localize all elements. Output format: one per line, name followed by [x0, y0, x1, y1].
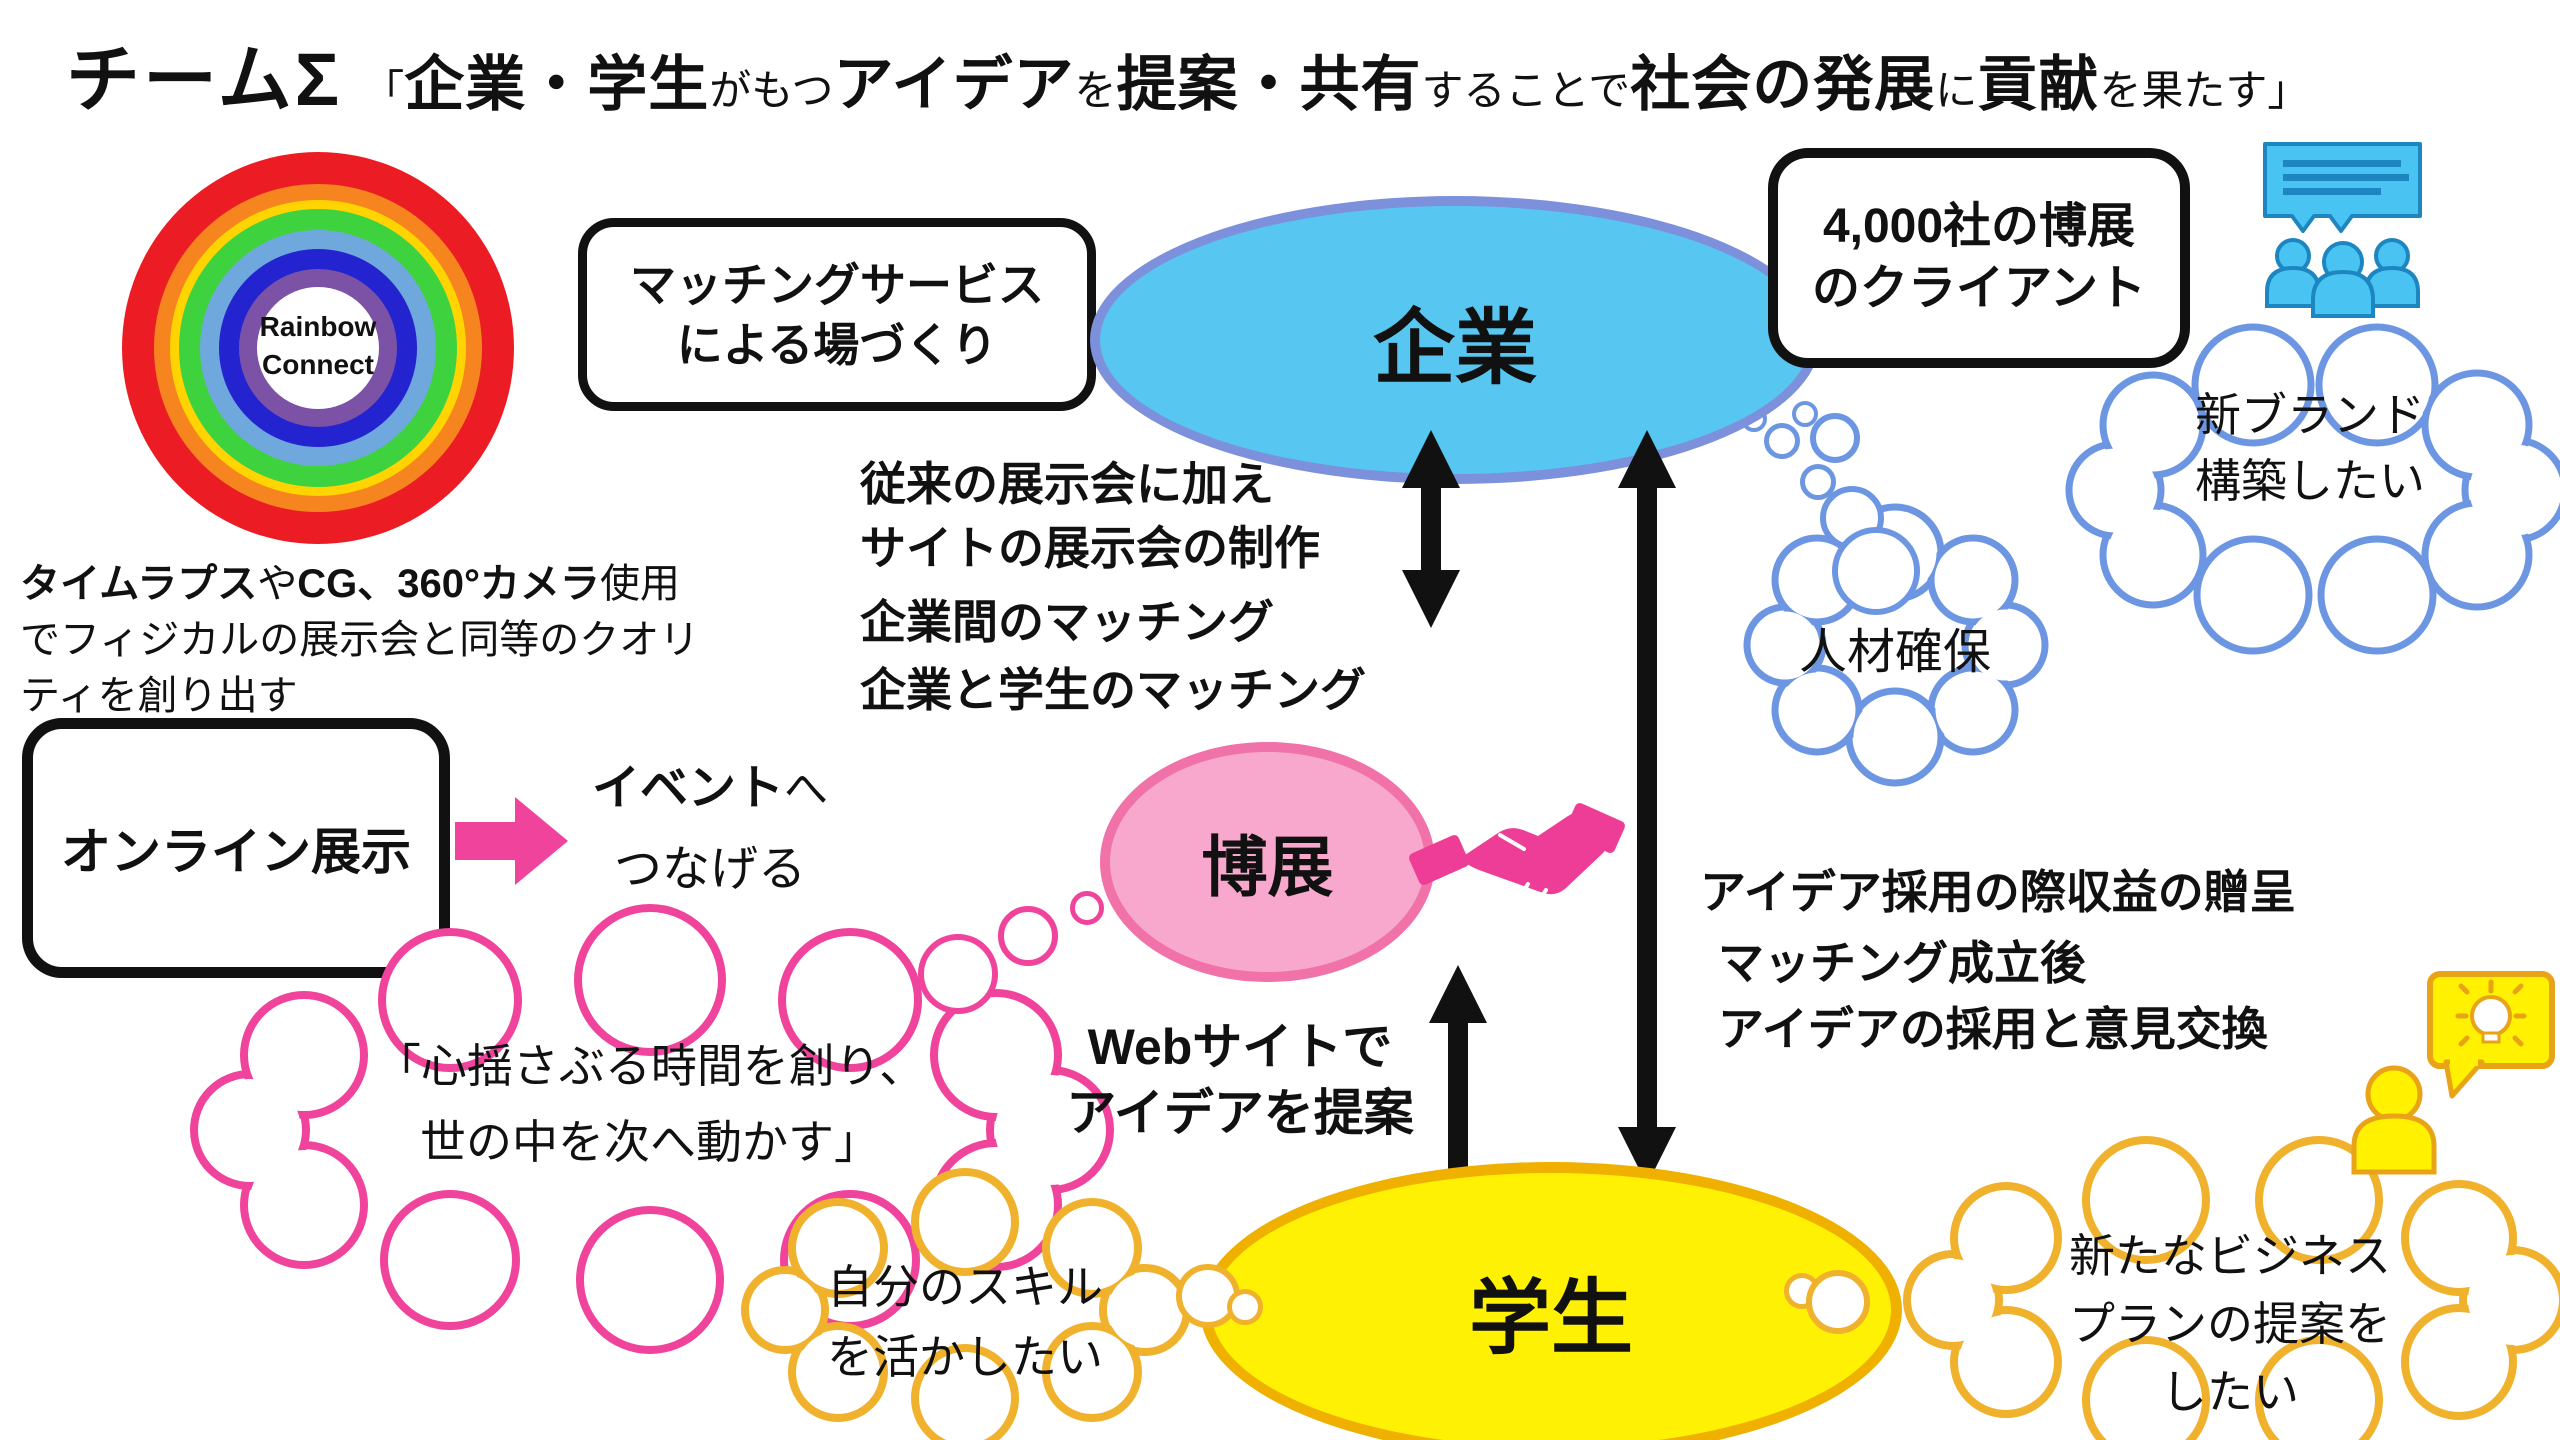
cloud-new-brand-line1: 新ブランド: [2195, 389, 2425, 441]
after-match-note: マッチング成立後 アイデアの採用と意見交換: [1718, 930, 2268, 1062]
hakuten-ellipse: 博展: [1100, 742, 1435, 982]
cloud-vision-line2: 世の中を次へ動かす」: [420, 1116, 880, 1168]
event-note-line2: つなげる: [613, 843, 806, 896]
quality-note: タイムラプスやCG、360°カメラ使用 でフィジカルの展示会と同等のクオリ ティ…: [20, 556, 800, 724]
slogan-segment: アイデア: [833, 51, 1075, 118]
thought-bubble-dot: [1832, 527, 1920, 615]
logo-line1: Rainbow: [259, 311, 377, 342]
exhibition-note-line2: サイトの展示会の制作: [860, 522, 1320, 574]
rainbow-rings-logo: Rainbow Connect: [118, 148, 518, 548]
quality-note-r1: や: [257, 562, 298, 606]
cloud-vision-line1: 「心揺さぶる時間を創り、: [374, 1040, 926, 1092]
cloud-new-brand-line2: 構築したい: [2195, 455, 2425, 507]
thought-bubble-dot: [1806, 1270, 1870, 1334]
person-idea-icon: [2350, 970, 2560, 1175]
event-note-line1: イベントへ: [570, 752, 850, 837]
company-student-arrow: [1612, 430, 1682, 1185]
cloud-talent-text: 人材確保: [1798, 626, 1991, 679]
slogan-segment: 企業・学生: [404, 51, 710, 118]
thought-bubble-dot: [1810, 413, 1860, 463]
profit-note: アイデア採用の際収益の贈呈: [1700, 866, 2296, 918]
slogan-segment: 「: [362, 67, 405, 114]
company-label: 企業: [1372, 302, 1537, 394]
cloud-skill-line1: 自分のスキル: [827, 1261, 1103, 1313]
slogan-segment: 提案・共有: [1116, 51, 1422, 118]
handshake-icon: [1409, 775, 1625, 925]
clients-box-line2: のクライアント: [1811, 262, 2147, 315]
matching-box-line2: による場づくり: [676, 318, 998, 371]
web-note-line2: アイデアを提案: [1066, 1085, 1414, 1141]
hakuten-label: 博展: [1201, 830, 1334, 904]
exhibition-note-line1: 従来の展示会に加え: [860, 458, 1274, 510]
matching-note-line1: 企業間のマッチング: [860, 596, 1274, 648]
matching-note: 企業間のマッチング 企業と学生のマッチング: [860, 588, 1366, 724]
clients-box: 4,000社の博展 のクライアント: [1768, 148, 2190, 368]
cloud-skill-text: 自分のスキル を活かしたい: [790, 1252, 1140, 1392]
slogan-segment: を果たす」: [2099, 67, 2310, 114]
matching-service-box: マッチングサービス による場づくり: [578, 218, 1096, 411]
quality-note-line1: タイムラプスやCG、360°カメラ使用: [20, 556, 800, 612]
thought-bubble-dot: [998, 906, 1058, 966]
after-match-line1: マッチング成立後: [1718, 937, 2086, 989]
web-note: Webサイトで アイデアを提案: [1060, 1014, 1420, 1146]
web-note-line1: Webサイトで: [1087, 1019, 1393, 1075]
pink-right-arrow-icon: [455, 795, 570, 887]
event-note-emphasis: イベント: [591, 762, 784, 815]
group-chat-icon: [2255, 140, 2430, 320]
quality-note-line2: でフィジカルの展示会と同等のクオリ: [20, 618, 700, 662]
online-box-label: オンライン展示: [61, 824, 411, 880]
cloud-bizplan: [1903, 1136, 2560, 1440]
quality-note-b2: CG、360°カメラ: [297, 562, 600, 606]
matching-note-line2: 企業と学生のマッチング: [860, 664, 1366, 716]
event-note-suffix: へ: [784, 765, 828, 814]
clients-box-line1: 4,000社の博展: [1822, 200, 2136, 253]
quality-note-b1: タイムラプス: [20, 562, 258, 606]
company-ellipse: 企業: [1090, 196, 1820, 484]
slogan-segment: を: [1074, 67, 1117, 114]
logo-text: Rainbow Connect: [118, 308, 518, 384]
cloud-new-brand-text: 新ブランド 構築したい: [2110, 382, 2510, 514]
online-exhibition-box: オンライン展示: [22, 718, 450, 978]
cloud-bizplan-line3: したい: [2161, 1366, 2299, 1418]
cloud-new-brand: [2060, 323, 2560, 655]
slogan-segment: 貢献: [1977, 51, 2100, 118]
student-label: 学生: [1468, 1272, 1633, 1364]
thought-bubble-dot: [1227, 1289, 1263, 1325]
thought-bubble-dot: [1764, 423, 1800, 459]
slogan-segment: に: [1935, 67, 1978, 114]
slogan-segment: 社会の発展: [1630, 51, 1936, 118]
slogan-segment: することで: [1421, 67, 1631, 114]
thought-bubble-dot: [1070, 891, 1104, 925]
logo-line2: Connect: [262, 349, 374, 380]
matching-box-line1: マッチングサービス: [630, 258, 1044, 311]
company-hakuten-arrow: [1396, 430, 1466, 628]
student-hakuten-arrow: [1423, 965, 1493, 1178]
exhibition-note: 従来の展示会に加え サイトの展示会の制作: [860, 452, 1320, 580]
after-match-line2: アイデアの採用と意見交換: [1718, 1003, 2268, 1055]
event-note: イベントへ つなげる: [570, 752, 850, 903]
cloud-bizplan-line1: 新たなビジネス: [2069, 1230, 2391, 1282]
slogan-segment: がもつ: [709, 67, 834, 114]
cloud-bizplan-line2: プランの提案を: [2069, 1298, 2391, 1350]
cloud-vision-text: 「心揺さぶる時間を創り、 世の中を次へ動かす」: [255, 1028, 1045, 1180]
cloud-skill: [740, 1168, 1191, 1440]
cloud-bizplan-text: 新たなビジネス プランの提案を したい: [1975, 1222, 2485, 1426]
page-title: チームΣ 「 企業・学生 がもつ アイデア を 提案・共有 することで 社会の発…: [66, 20, 2309, 127]
quality-note-r2: 使用: [599, 562, 680, 606]
rainbow-rings-icon: [122, 152, 514, 544]
cloud-skill-line2: を活かしたい: [827, 1331, 1103, 1383]
student-ellipse: 学生: [1200, 1162, 1902, 1440]
thought-bubble-dot: [918, 934, 998, 1014]
quality-note-line3: ティを創り出す: [20, 674, 298, 718]
team-name: チームΣ: [66, 38, 343, 121]
